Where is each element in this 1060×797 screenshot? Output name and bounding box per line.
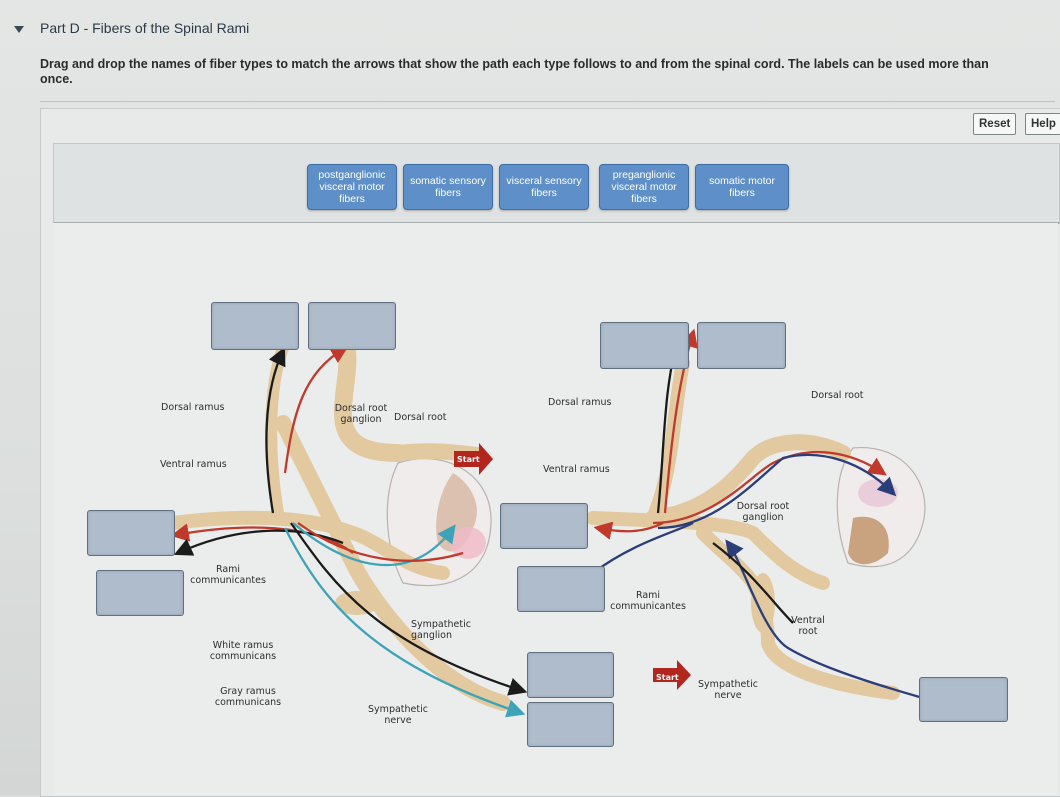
caret-down-icon[interactable] [14, 25, 24, 33]
label-start-left: Start [457, 455, 480, 464]
label-bank: postganglionic visceral motor fibers som… [53, 143, 1060, 224]
divider [40, 101, 1055, 102]
label-rami-communicantes-right: Rami communicantes [610, 590, 686, 612]
label-ventral-root: Ventral root [791, 615, 825, 637]
label-dorsal-root-right: Dorsal root [811, 390, 864, 401]
label-ventral-ramus-right: Ventral ramus [543, 464, 610, 475]
drop-target-right-4[interactable] [517, 566, 605, 612]
drop-target-right-3[interactable] [500, 503, 588, 549]
label-chip-somatic-sensory[interactable]: somatic sensory fibers [403, 164, 493, 210]
label-gray-ramus: Gray ramus communicans [214, 686, 282, 708]
part-header[interactable]: Part D - Fibers of the Spinal Rami [14, 20, 249, 36]
right-spinal-cord [836, 447, 926, 568]
label-dorsal-ramus-right: Dorsal ramus [548, 397, 612, 408]
label-sympathetic-nerve-left: Sympathetic nerve [368, 704, 428, 726]
label-dorsal-root-ganglion-left: Dorsal root ganglion [334, 403, 388, 425]
drop-target-left-2[interactable] [308, 302, 396, 350]
label-sympathetic-ganglion: Sympathetic ganglion [411, 619, 471, 641]
label-rami-communicantes-left: Rami communicantes [190, 564, 266, 586]
left-spinal-cord [386, 458, 492, 587]
label-chip-postganglionic[interactable]: postganglionic visceral motor fibers [307, 164, 397, 210]
label-ventral-ramus-left: Ventral ramus [160, 459, 227, 470]
drop-target-right-1[interactable] [600, 322, 689, 369]
label-chip-visceral-sensory[interactable]: visceral sensory fibers [499, 164, 589, 210]
right-start-arrow [653, 660, 691, 690]
drop-target-left-3[interactable] [87, 510, 175, 556]
drop-target-left-5[interactable] [527, 652, 614, 698]
label-dorsal-root-ganglion-right: Dorsal root ganglion [736, 501, 790, 523]
help-button[interactable]: Help [1025, 113, 1060, 135]
left-start-arrow [454, 443, 493, 475]
instructions-text: Drag and drop the names of fiber types t… [40, 57, 989, 86]
drop-target-left-1[interactable] [211, 302, 299, 350]
label-dorsal-root-left: Dorsal root [394, 412, 447, 423]
label-chip-somatic-motor[interactable]: somatic motor fibers [695, 164, 789, 210]
drop-target-left-6[interactable] [527, 702, 614, 747]
right-fibers [592, 328, 924, 700]
drop-target-left-4[interactable] [96, 570, 184, 616]
drop-target-right-2[interactable] [697, 322, 786, 369]
part-title: Part D - Fibers of the Spinal Rami [40, 20, 250, 36]
drop-target-right-5[interactable] [919, 677, 1008, 722]
left-fibers [170, 345, 528, 718]
label-start-right: Start [656, 673, 679, 682]
label-sympathetic-nerve-right: Sympathetic nerve [698, 679, 758, 701]
label-dorsal-ramus-left: Dorsal ramus [161, 402, 225, 413]
label-white-ramus: White ramus communicans [209, 640, 277, 662]
label-chip-preganglionic[interactable]: preganglionic visceral motor fibers [599, 164, 689, 210]
reset-button[interactable]: Reset [973, 113, 1017, 135]
spinal-rami-diagram [166, 324, 926, 718]
